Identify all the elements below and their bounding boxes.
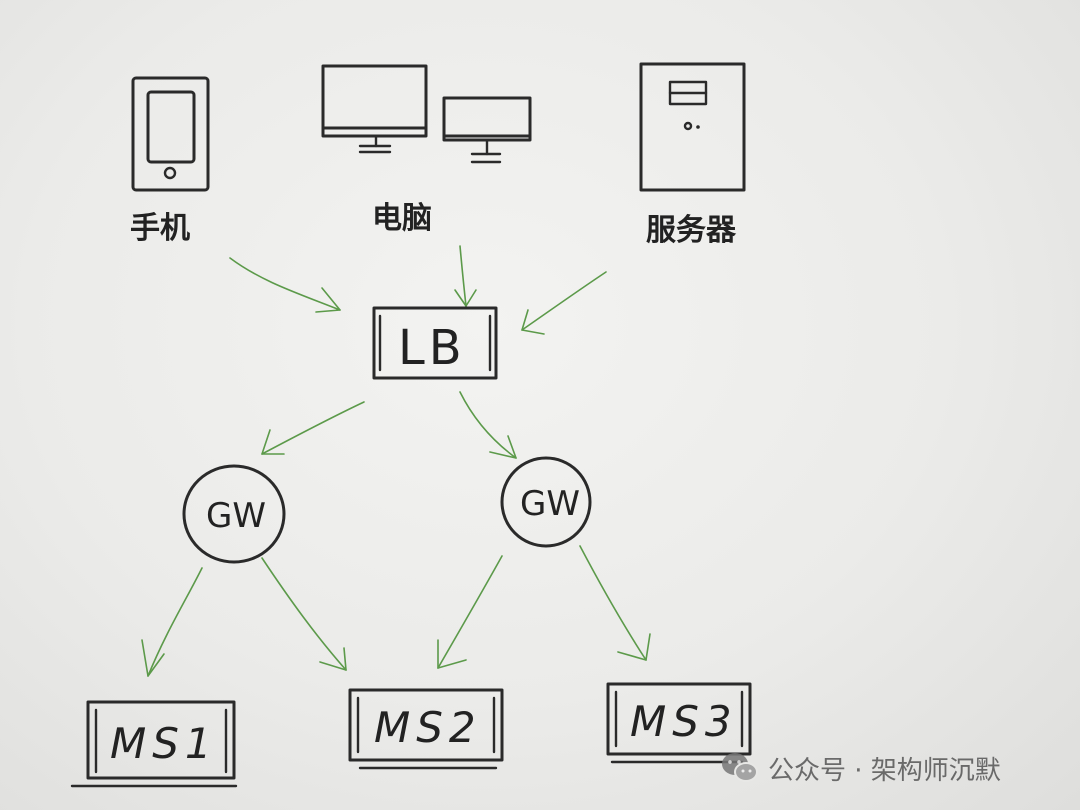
phone-label: 手机 [130,211,190,246]
watermark: 公众号 · 架构师沉默 [720,748,1001,788]
arrow-computer-to-lb [459,245,467,307]
gateway-2 [500,456,592,548]
client-to-lb-arrows [229,245,607,335]
ms2-box [348,688,504,770]
computer-label: 电脑 [372,201,432,236]
phone-icon [131,76,210,192]
gateway-1 [182,464,286,564]
arrow-server-to-lb [521,271,607,331]
ms3-box [606,682,752,764]
arrow-gw1-to-ms1 [147,567,203,677]
server-label: 服务器 [646,213,737,248]
gateway-to-service-arrows [141,545,651,677]
watermark-text: 公众号 · 架构师沉默 [768,755,1001,786]
ms2-label: MS2 [374,703,482,752]
lb-box [372,306,498,380]
wechat-icon [722,753,758,782]
arrow-gw2-to-ms2 [437,555,503,669]
ms3-label: MS3 [630,697,738,746]
gateway-1-label: GW [206,496,266,536]
server-icon [639,62,746,192]
ms1-label: MS1 [110,719,218,768]
lb-label: LB [398,320,466,376]
ms1-box [70,700,238,788]
arrow-phone-to-lb [229,257,341,311]
arrow-gw2-to-ms3 [579,545,647,661]
lb-to-gateway-arrows [261,391,517,459]
gateway-2-label: GW [520,484,580,524]
arrow-gw1-to-ms2 [261,557,347,671]
arrow-lb-to-gw1 [261,401,365,455]
computer-icon [321,64,532,164]
arrow-lb-to-gw2 [459,391,517,459]
